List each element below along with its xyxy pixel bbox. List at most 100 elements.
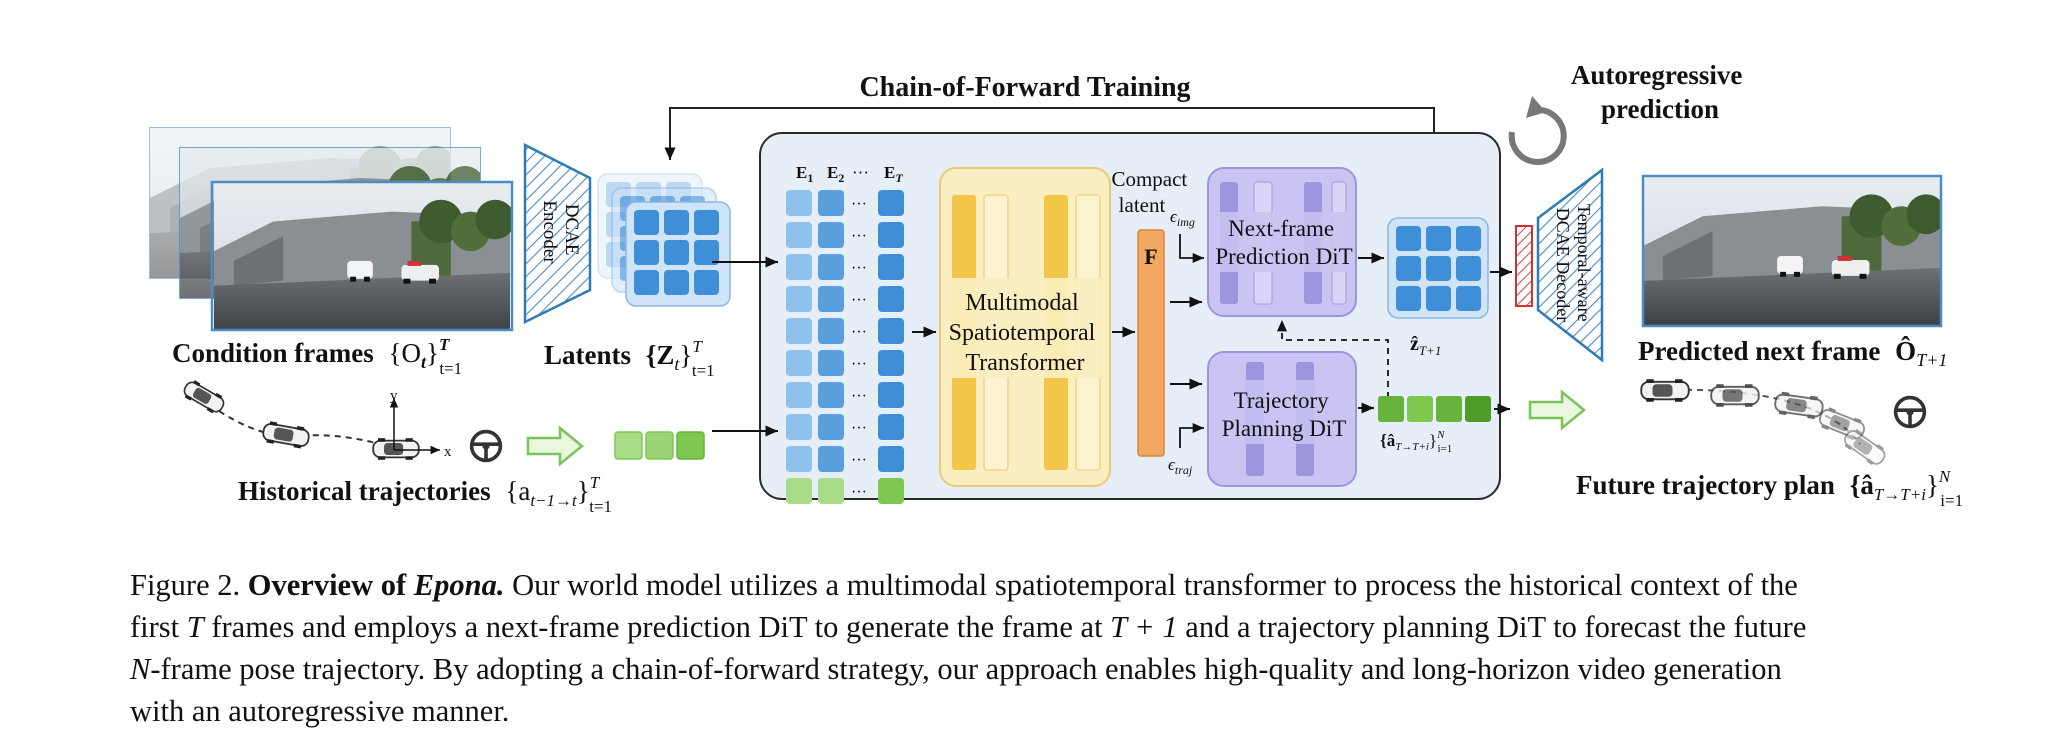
zhat-cell xyxy=(1426,286,1451,311)
latent-grid-3 xyxy=(625,201,731,307)
token-row-dots: ··· xyxy=(851,420,867,437)
historical-trajectory-tokens xyxy=(614,431,705,460)
caption-title-a: Overview of xyxy=(247,568,407,602)
future-trajectory-tokens xyxy=(1378,396,1491,422)
token-cell xyxy=(818,254,844,280)
caption-line-3: N-frame pose trajectory. By adopting a c… xyxy=(130,652,1782,686)
token-cell xyxy=(878,286,904,312)
zhat-cell xyxy=(1456,226,1481,251)
token-cell xyxy=(878,478,904,504)
token-cell xyxy=(878,382,904,408)
decoder-red-block xyxy=(1515,225,1533,307)
token-cell xyxy=(818,222,844,248)
token-row-dots: ··· xyxy=(851,388,867,405)
axis-x-label: x xyxy=(444,444,452,460)
svg-text:F: F xyxy=(1144,244,1157,269)
zhat-cell xyxy=(1426,226,1451,251)
token-cell xyxy=(878,414,904,440)
figure-caption: Figure 2. Overview of Epona. Our world m… xyxy=(130,564,2030,732)
condition-frame-front xyxy=(210,180,514,332)
token-row-dots: ··· xyxy=(851,324,867,341)
token-header-dots: ··· xyxy=(852,163,869,182)
traj-feedback-dashed-arrow xyxy=(1276,320,1389,398)
eps-traj-arrow xyxy=(1179,422,1204,448)
green-hollow-arrow-left xyxy=(526,425,584,467)
caption-line-4: with an autoregressive manner. xyxy=(130,694,510,728)
latent-cell xyxy=(664,210,689,235)
multimodal-spatiotemporal-transformer: Multimodal Spatiotemporal Transformer xyxy=(939,167,1111,487)
steering-wheel-icon xyxy=(469,429,503,463)
token-cell xyxy=(818,414,844,440)
steering-wheel-right-icon xyxy=(1893,395,1927,429)
axis-y-label: y xyxy=(390,388,398,404)
zhat-cell xyxy=(1396,256,1421,281)
zhat-cell xyxy=(1456,286,1481,311)
tp-label: Trajectory Planning DiT xyxy=(1222,388,1347,441)
eps-img-label: ϵimg xyxy=(1170,207,1195,229)
token-cell xyxy=(818,446,844,472)
token-cell xyxy=(878,190,904,216)
token-header-e2: E2 xyxy=(827,163,844,185)
token-cell xyxy=(878,350,904,376)
latent-cell xyxy=(694,270,719,295)
token-row-dots: ··· xyxy=(851,260,867,277)
token-row-dots: ··· xyxy=(851,228,867,245)
latent-cell xyxy=(634,210,659,235)
nfp-label: Next-frame Prediction DiT xyxy=(1215,216,1352,269)
token-header-eT: ET xyxy=(884,163,903,185)
autoregressive-label: Autoregressive prediction xyxy=(1571,60,1749,124)
token-cell xyxy=(818,190,844,216)
green-hollow-arrow-right xyxy=(1528,389,1586,431)
caption-title-b: Epona. xyxy=(413,568,505,602)
token-columns: ······························ xyxy=(786,190,904,504)
temporal-aware-dcae-decoder: Temporal-aware DCAE Decoder xyxy=(1536,167,1604,363)
caption-l1: Our world model utilizes a multimodal sp… xyxy=(512,568,1798,602)
token-cell xyxy=(878,318,904,344)
token-row-dots: ··· xyxy=(851,452,867,469)
latent-cell xyxy=(694,210,719,235)
predicted-next-frame-label: Predicted next frame ÔT+1 xyxy=(1638,336,1947,370)
latent-cell xyxy=(664,240,689,265)
predicted-latent-grid xyxy=(1387,217,1489,319)
token-cell xyxy=(786,286,812,312)
condition-frames-stack xyxy=(149,127,514,332)
zhat-label: ẑT+1 xyxy=(1410,333,1441,358)
latent-cell xyxy=(664,270,689,295)
trajectory-planning-dit: Trajectory Planning DiT xyxy=(1207,351,1357,487)
future-trajectory-cars xyxy=(1640,378,1890,470)
token-cell xyxy=(786,318,812,344)
eps-traj-label: ϵtraj xyxy=(1168,455,1193,477)
compact-latent-label: Compact latent xyxy=(1111,167,1192,217)
token-cell xyxy=(818,350,844,376)
autoregressive-loop-icon xyxy=(1508,96,1567,165)
latents-stack xyxy=(597,173,731,307)
token-cell xyxy=(878,222,904,248)
caption-fig-number: Figure 2. xyxy=(130,568,241,602)
historical-trajectory-cars: y x xyxy=(180,377,452,461)
eps-img-arrow xyxy=(1179,234,1204,264)
token-cell xyxy=(818,286,844,312)
zhat-cell xyxy=(1426,256,1451,281)
caption-line-2: first T frames and employs a next-frame … xyxy=(130,610,1807,644)
latent-cell xyxy=(694,240,719,265)
next-frame-prediction-dit: Next-frame Prediction DiT xyxy=(1207,167,1357,317)
token-header-e1: E1 xyxy=(796,163,813,185)
token-row-dots: ··· xyxy=(851,196,867,213)
token-cell xyxy=(786,382,812,408)
token-cell xyxy=(786,446,812,472)
token-cell xyxy=(818,318,844,344)
token-cell xyxy=(786,478,812,504)
token-row-dots: ··· xyxy=(851,292,867,309)
dcae-encoder: DCAE Encoder xyxy=(523,142,592,325)
token-cell xyxy=(786,254,812,280)
token-cell xyxy=(818,382,844,408)
token-cell xyxy=(786,350,812,376)
token-cell xyxy=(786,414,812,440)
predicted-next-frame-image xyxy=(1641,174,1943,328)
